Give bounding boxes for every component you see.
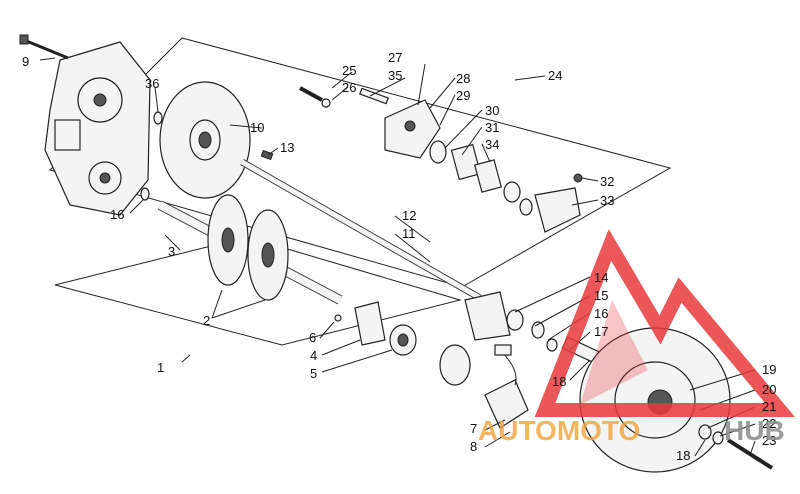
callout-12: 12 [402, 208, 416, 223]
assembly-box-1 [54, 236, 462, 346]
callout-25: 25 [342, 63, 356, 78]
callout-6: 6 [309, 330, 316, 345]
callout-36: 36 [145, 76, 159, 91]
bolt-25-26 [299, 86, 331, 108]
callout-24: 24 [548, 68, 562, 83]
callout-14: 14 [594, 270, 608, 285]
bolt-9 [19, 34, 69, 60]
callout-21: 21 [762, 399, 776, 414]
shaft-11-12 [240, 158, 482, 302]
callout-28: 28 [456, 71, 470, 86]
callout-23: 23 [762, 433, 776, 448]
watermark-text-right: HUB [724, 415, 785, 446]
callout-1: 1 [157, 360, 164, 375]
callout-2: 2 [203, 313, 210, 328]
key-13 [260, 149, 274, 161]
callout-27: 27 [388, 50, 402, 65]
callout-29: 29 [456, 88, 470, 103]
washer-16 [140, 187, 150, 201]
callout-4: 4 [310, 348, 317, 363]
brake-caliper [359, 87, 583, 233]
gasket-plate [439, 344, 471, 386]
callout-30: 30 [485, 103, 499, 118]
callout-9: 9 [22, 54, 29, 69]
washer-36 [153, 111, 163, 125]
callout-17: 17 [594, 324, 608, 339]
callout-15: 15 [594, 288, 608, 303]
watermark-text-left: AUTOMOTO [478, 415, 640, 446]
watermark-logo [534, 229, 795, 417]
callout-13: 13 [280, 140, 294, 155]
callout-20: 20 [762, 382, 776, 397]
callout-8: 8 [470, 439, 477, 454]
callout-35: 35 [388, 68, 402, 83]
callout-22: 22 [762, 416, 776, 431]
callout-26: 26 [342, 80, 356, 95]
callout-5: 5 [310, 366, 317, 381]
driven-wheel [579, 327, 774, 473]
callout-34: 34 [485, 137, 499, 152]
callout-10: 10 [250, 120, 264, 135]
callout-19: 19 [762, 362, 776, 377]
callout-3: 3 [168, 244, 175, 259]
callout-31: 31 [485, 120, 499, 135]
callout-18a: 18 [552, 374, 566, 389]
callout-33: 33 [600, 193, 614, 208]
callout-18b: 18 [676, 448, 690, 463]
bearing-flange-4-5 [354, 301, 417, 356]
callout-16b: 16 [594, 306, 608, 321]
gearcase-housing [44, 41, 151, 216]
drive-shaft-assembly [157, 194, 343, 305]
bolt-6 [334, 314, 342, 322]
callout-11: 11 [402, 226, 416, 241]
brake-disc [159, 81, 251, 199]
leader-lines [39, 57, 756, 457]
callout-16a: 16 [110, 207, 124, 222]
callout-7: 7 [470, 421, 477, 436]
speed-sensor-7-8 [484, 344, 529, 429]
callout-32: 32 [600, 174, 614, 189]
